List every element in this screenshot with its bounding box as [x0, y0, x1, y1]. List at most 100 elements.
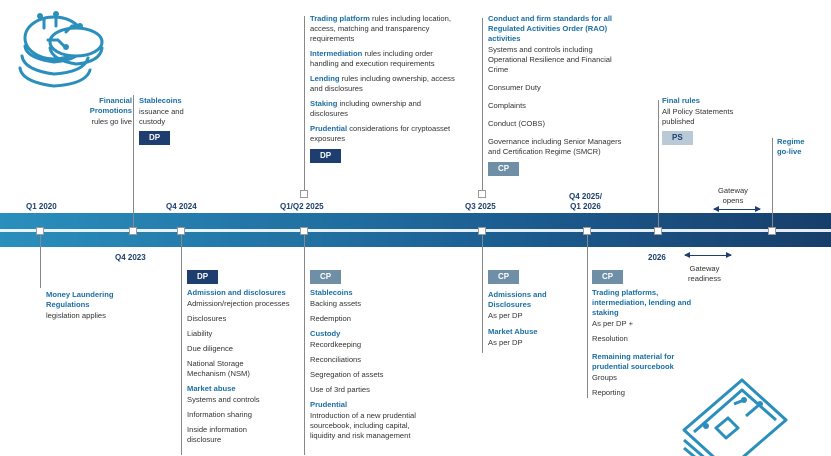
timeline-band — [0, 213, 831, 247]
stablecoins-desc: issuance and custody — [139, 107, 184, 126]
trading-item-0: Trading platform rules including locatio… — [310, 14, 451, 43]
admissions-cp-tag: CP — [488, 270, 520, 284]
admission-item-0: Admission/rejection processes — [187, 299, 290, 308]
stablecoins-title: Stablecoins — [139, 96, 182, 105]
market-abuse-item-2: Inside information disclosure — [187, 425, 247, 444]
node-q1q2-upper — [300, 190, 308, 198]
admissions-cp-item-1: As per DP — [488, 338, 523, 347]
node-q4-2023 — [129, 227, 137, 235]
node-regime — [768, 227, 776, 235]
label-q4-2023: Q4 2023 — [115, 253, 146, 262]
coins-circuit-icon — [18, 11, 104, 88]
conduct-item-3: Conduct (COBS) — [488, 119, 545, 128]
label-q3-2025: Q3 2025 — [465, 202, 496, 211]
connector-q1-2020-down — [40, 233, 41, 288]
trading-cp-item-3: Reporting — [592, 388, 625, 397]
node-q4-2024 — [177, 227, 185, 235]
financial-promotions-block: Financial Promotions rules go live — [78, 96, 132, 127]
node-2026 — [654, 227, 662, 235]
admission-item-3: Due diligence — [187, 344, 234, 353]
connector-regime — [772, 138, 773, 233]
admissions-cp-section-1-title: Market Abuse — [488, 327, 538, 336]
final-rules-desc: All Policy Statements published — [662, 107, 734, 126]
admission-item-4: National Storage Mechanism (NSM) — [187, 359, 250, 378]
stablecoins-dp-block: Stablecoins issuance and custody DP — [139, 96, 209, 151]
connector-q1q2-down — [304, 233, 305, 455]
stablecoins-cp-item-0: Backing assets — [310, 299, 362, 308]
market-abuse-item-0: Systems and controls — [187, 395, 260, 404]
connector-q3-2025 — [482, 18, 483, 194]
conduct-cp-tag: CP — [488, 162, 520, 176]
conduct-cp-block: Conduct and firm standards for all Regul… — [488, 14, 632, 182]
conduct-item-2: Complaints — [488, 101, 526, 110]
conduct-item-1: Consumer Duty — [488, 83, 541, 92]
label-q1-2020: Q1 2020 — [26, 202, 57, 211]
trading-cp-item-0: As per DP + — [592, 319, 634, 328]
trading-cp-block: CP Trading platforms, intermediation, le… — [592, 270, 706, 403]
node-q1-2020 — [36, 227, 44, 235]
financial-promotions-desc: rules go live — [91, 117, 132, 126]
trading-cp-item-1: Resolution — [592, 334, 628, 343]
conduct-item-0: Systems and controls including Operation… — [488, 45, 612, 74]
label-q4-2025: Q4 2025/ Q1 2026 — [569, 192, 602, 211]
aml-title: Money Laundering Regulations — [46, 290, 114, 309]
aml-desc: legislation applies — [46, 311, 106, 320]
admission-section-1-title: Market abuse — [187, 384, 236, 393]
financial-promotions-title: Financial Promotions — [89, 96, 132, 115]
admission-dp-tag: DP — [187, 270, 219, 284]
gateway-readiness-arrow — [684, 252, 732, 258]
connector-q4-2024-down — [181, 233, 182, 455]
final-rules-title: Final rules — [662, 96, 700, 105]
connector-2026-final — [658, 100, 659, 232]
custody-item-3: Use of 3rd parties — [310, 385, 370, 394]
stablecoins-cp-item-1: Redemption — [310, 314, 351, 323]
custody-item-0: Recordkeeping — [310, 340, 362, 349]
stablecoins-cp-tag: CP — [310, 270, 342, 284]
gateway-opens-arrow — [713, 206, 761, 212]
final-rules-block: Final rules All Policy Statements publis… — [662, 96, 748, 151]
connector-q3-down — [482, 233, 483, 353]
banknotes-circuit-icon — [682, 378, 788, 456]
stablecoins-dp-tag: DP — [139, 131, 171, 145]
admissions-cp-item-0: As per DP — [488, 311, 523, 320]
trading-cp-section-1-title: Remaining material for prudential source… — [592, 352, 675, 371]
connector-q4-2025-down — [587, 233, 588, 398]
regime-block: Regime go-live — [777, 137, 827, 158]
node-q1q2-2025 — [300, 227, 308, 235]
trading-dp-tag: DP — [310, 149, 342, 163]
gateway-opens-label: Gateway opens — [718, 186, 748, 205]
trading-cp-tag: CP — [592, 270, 624, 284]
conduct-title: Conduct and firm standards for all Regul… — [488, 14, 613, 43]
label-q1q2-2025: Q1/Q2 2025 — [280, 202, 324, 211]
trading-item-4: Prudential considerations for cryptoasse… — [310, 124, 451, 143]
connector-q1q2-2025 — [304, 16, 305, 194]
admission-item-2: Liability — [187, 329, 213, 338]
stablecoins-cp-block: CP Stablecoins Backing assets Redemption… — [310, 270, 434, 446]
aml-block: Money Laundering Regulations legislation… — [46, 290, 136, 321]
trading-dp-block: Trading platform rules including locatio… — [310, 14, 456, 169]
trading-cp-item-2: Groups — [592, 373, 617, 382]
node-q4-2025 — [583, 227, 591, 235]
conduct-item-4: Governance including Senior Managers and… — [488, 137, 622, 156]
node-q3-2025 — [478, 227, 486, 235]
gateway-readiness-label: Gateway readiness — [688, 264, 721, 283]
prudential-item-0: Introduction of a new prudential sourceb… — [310, 411, 416, 440]
custody-item-1: Reconciliations — [310, 355, 362, 364]
label-q4-2024: Q4 2024 — [166, 202, 197, 211]
admissions-cp-block: CP Admissions and Disclosures As per DP … — [488, 270, 572, 353]
regime-title: Regime go-live — [777, 137, 805, 156]
market-abuse-item-1: Information sharing — [187, 410, 253, 419]
label-2026: 2026 — [648, 253, 666, 262]
final-rules-ps-tag: PS — [662, 131, 693, 145]
custody-title: Custody — [310, 329, 341, 338]
admission-item-1: Disclosures — [187, 314, 227, 323]
trading-cp-section-0-title: Trading platforms, intermediation, lendi… — [592, 288, 692, 317]
admissions-cp-section-0-title: Admissions and Disclosures — [488, 290, 547, 309]
trading-item-1: Intermediation rules including order han… — [310, 49, 435, 68]
connector-q4-2023 — [133, 95, 134, 233]
node-q3-upper — [478, 190, 486, 198]
admission-dp-block: DP Admission and disclosures Admission/r… — [187, 270, 299, 450]
custody-item-2: Segregation of assets — [310, 370, 384, 379]
trading-item-3: Staking including ownership and disclosu… — [310, 99, 422, 118]
admission-section-0-title: Admission and disclosures — [187, 288, 286, 297]
